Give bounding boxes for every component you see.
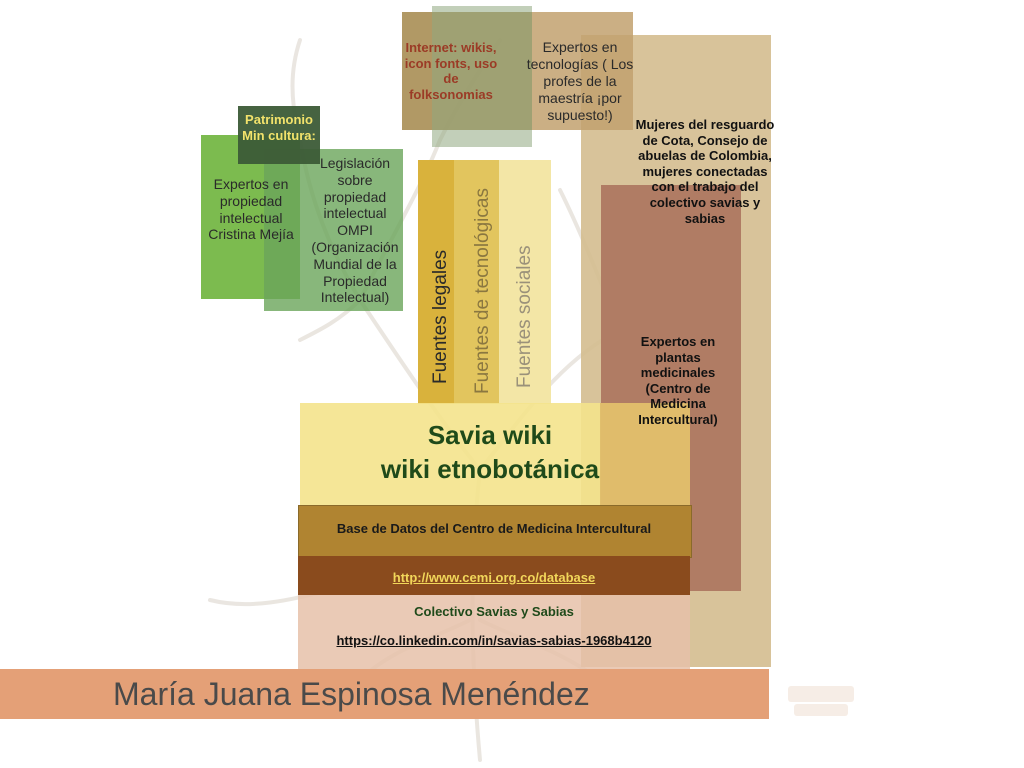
legislation-background [264,149,403,311]
colectivo-label: Colectivo Savias y Sabias [414,604,574,619]
database-label: Base de Datos del Centro de Medicina Int… [336,521,652,536]
ip-experts-label: Expertos en propiedad intelectual Cristi… [208,176,294,243]
author-name: María Juana Espinosa Menéndez [113,676,590,712]
colectivo-band [298,595,690,670]
legislation-label: Legislación sobre propiedad intelectual … [311,155,399,306]
tech-experts-background [532,12,633,130]
tech-sources-label: Fuentes de tecnológicas [472,188,493,394]
link-band [298,556,690,595]
savia-title: Savia wiki [427,420,553,450]
overlap-green-box [432,6,532,147]
cemi-link[interactable]: http://www.cemi.org.co/database [392,570,596,585]
savia-wiki-overlap [600,403,690,505]
medicinal-experts-label: Expertos en plantas medicinales (Centro … [638,334,718,427]
savia-subtitle: wiki etnobotánica [380,454,600,484]
legal-sources-column [418,160,454,404]
linkedin-link[interactable]: https://co.linkedin.com/in/savias-sabias… [336,633,652,648]
database-band [298,505,692,558]
patrimonio-label: Patrimonio Min cultura: [242,112,316,143]
patrimonio-background [238,106,320,164]
legal-sources-label: Fuentes legales [430,249,451,384]
tech-experts-label: Expertos en tecnologías ( Los profes de … [526,39,634,124]
tech-sources-column [454,160,499,404]
internet-label: Internet: wikis, icon fonts, uso de folk… [404,40,498,102]
social-sources-column [499,160,551,404]
author-banner [0,669,769,719]
women-label: Mujeres del resguardo de Cota, Consejo d… [635,117,775,226]
logo-watermark [786,676,856,722]
social-sources-label: Fuentes sociales [514,245,535,388]
